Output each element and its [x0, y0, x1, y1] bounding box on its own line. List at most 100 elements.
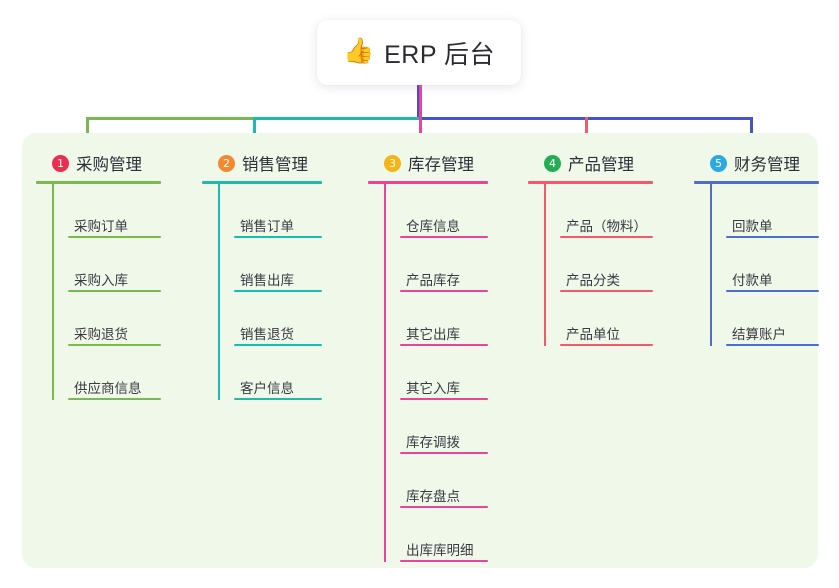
column-title-1: 采购管理 — [76, 156, 142, 174]
menu-item-rule — [68, 290, 161, 292]
menu-item-label: 销售退货 — [240, 326, 294, 342]
column-spine-1 — [52, 184, 54, 400]
column-1: 1 采购管理采购订单采购入库采购退货供应商信息 — [36, 148, 161, 400]
menu-item-rule — [234, 344, 322, 346]
menu-item-rule — [400, 290, 488, 292]
column-header-1[interactable]: 1 采购管理 — [36, 148, 161, 178]
menu-item[interactable]: 销售出库 — [234, 238, 322, 292]
menu-item-rule — [68, 344, 161, 346]
column-title-4: 产品管理 — [568, 156, 634, 174]
menu-item-label: 付款单 — [732, 272, 773, 288]
menu-item-label: 库存调拨 — [406, 434, 460, 450]
menu-item-rule — [234, 398, 322, 400]
column-badge-2: 2 — [218, 154, 235, 172]
column-items-4: 产品（物料） 产品分类产品单位 — [544, 184, 653, 346]
column-spine-2 — [218, 184, 220, 400]
connector-bar-segment-green — [86, 117, 256, 120]
menu-item-label: 结算账户 — [732, 326, 786, 342]
menu-item-label: 回款单 — [732, 218, 773, 234]
menu-item[interactable]: 结算账户 — [726, 292, 819, 346]
menu-item[interactable]: 付款单 — [726, 238, 819, 292]
menu-item[interactable]: 其它出库 — [400, 292, 488, 346]
menu-item-rule — [726, 290, 819, 292]
thumbs-up-icon: 👍 — [342, 37, 375, 65]
column-badge-3: 3 — [384, 154, 401, 172]
menu-item[interactable]: 产品分类 — [560, 238, 653, 292]
menu-item[interactable]: 供应商信息 — [68, 346, 161, 400]
menu-item-label: 产品单位 — [566, 326, 620, 342]
menu-item[interactable]: 销售退货 — [234, 292, 322, 346]
column-items-3: 仓库信息产品库存其它出库其它入库库存调拨库存盘点出库库明细 — [384, 184, 488, 562]
menu-item-rule — [400, 344, 488, 346]
column-badge-5: 5 — [710, 154, 727, 172]
column-items-5: 回款单付款单结算账户 — [710, 184, 819, 346]
menu-item[interactable]: 采购入库 — [68, 238, 161, 292]
menu-item[interactable]: 库存调拨 — [400, 400, 488, 454]
menu-item-rule — [234, 290, 322, 292]
menu-item-label: 产品（物料） — [566, 218, 647, 234]
column-2: 2 销售管理销售订单销售出库销售退货客户信息 — [202, 148, 322, 400]
column-4: 4 产品管理产品（物料） 产品分类产品单位 — [528, 148, 653, 346]
menu-item-rule — [68, 398, 161, 400]
menu-item[interactable]: 产品单位 — [560, 292, 653, 346]
column-header-4[interactable]: 4 产品管理 — [528, 148, 653, 178]
column-3: 3 库存管理仓库信息产品库存其它出库其它入库库存调拨库存盘点出库库明细 — [368, 148, 488, 562]
menu-item[interactable]: 库存盘点 — [400, 454, 488, 508]
column-header-3[interactable]: 3 库存管理 — [368, 148, 488, 178]
menu-item[interactable]: 产品（物料） — [560, 184, 653, 238]
menu-item[interactable]: 销售订单 — [234, 184, 322, 238]
column-header-rule-3 — [368, 181, 488, 184]
column-header-rule-5 — [694, 181, 819, 184]
menu-item-label: 供应商信息 — [74, 380, 142, 396]
menu-item-label: 其它入库 — [406, 380, 460, 396]
column-header-rule-2 — [202, 181, 322, 184]
menu-item[interactable]: 回款单 — [726, 184, 819, 238]
menu-item-label: 销售订单 — [240, 218, 294, 234]
menu-item[interactable]: 出库库明细 — [400, 508, 488, 562]
menu-item-rule — [400, 398, 488, 400]
menu-item[interactable]: 产品库存 — [400, 238, 488, 292]
menu-item-label: 销售出库 — [240, 272, 294, 288]
connector-bar-segment-teal — [253, 117, 422, 120]
menu-item-label: 其它出库 — [406, 326, 460, 342]
column-title-5: 财务管理 — [734, 156, 800, 174]
menu-item[interactable]: 客户信息 — [234, 346, 322, 400]
structure-board — [22, 133, 818, 568]
column-badge-4: 4 — [544, 154, 561, 172]
menu-item-label: 采购退货 — [74, 326, 128, 342]
menu-item[interactable]: 采购退货 — [68, 292, 161, 346]
menu-item-rule — [560, 344, 653, 346]
column-drop-connector-3 — [419, 85, 422, 150]
menu-item-label: 产品分类 — [566, 272, 620, 288]
column-header-2[interactable]: 2 销售管理 — [202, 148, 322, 178]
menu-item-rule — [234, 236, 322, 238]
column-items-1: 采购订单采购入库采购退货供应商信息 — [52, 184, 161, 400]
menu-item-rule — [400, 452, 488, 454]
menu-item-label: 产品库存 — [406, 272, 460, 288]
menu-item-rule — [726, 344, 819, 346]
menu-item-rule — [560, 236, 653, 238]
column-header-5[interactable]: 5 财务管理 — [694, 148, 819, 178]
menu-item-rule — [560, 290, 653, 292]
menu-item-rule — [400, 506, 488, 508]
column-5: 5 财务管理回款单付款单结算账户 — [694, 148, 819, 346]
menu-item[interactable]: 其它入库 — [400, 346, 488, 400]
menu-item-label: 采购订单 — [74, 218, 128, 234]
column-spine-4 — [544, 184, 546, 346]
menu-item[interactable]: 采购订单 — [68, 184, 161, 238]
column-spine-3 — [384, 184, 386, 562]
column-badge-1: 1 — [52, 154, 69, 172]
root-trunk-connector — [417, 85, 420, 120]
menu-item-rule — [68, 236, 161, 238]
column-items-2: 销售订单销售出库销售退货客户信息 — [218, 184, 322, 400]
column-header-rule-4 — [528, 181, 653, 184]
menu-item-label: 客户信息 — [240, 380, 294, 396]
column-title-2: 销售管理 — [242, 156, 308, 174]
menu-item-rule — [726, 236, 819, 238]
menu-item[interactable]: 仓库信息 — [400, 184, 488, 238]
column-title-3: 库存管理 — [408, 156, 474, 174]
root-node-title: ERP 后台 — [384, 40, 496, 69]
menu-item-label: 仓库信息 — [406, 218, 460, 234]
menu-item-label: 库存盘点 — [406, 488, 460, 504]
root-node-card[interactable]: 👍 ERP 后台 — [317, 20, 521, 85]
